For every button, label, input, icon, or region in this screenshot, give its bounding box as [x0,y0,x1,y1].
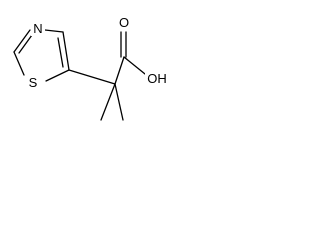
bond-c2-n3-inner [18,34,33,54]
bond-c2-n3 [13,29,31,53]
hydroxyl-label: OH [147,71,167,86]
bond-methyl-left [100,83,116,121]
side-chain [68,31,146,121]
bond-quaternary-carbon-carboxyl-carbon [114,56,125,85]
bond-c4-c5-inner [57,37,64,68]
bond-c5-quaternary-carbon [68,69,116,85]
chemical-structure: N S O OH [13,14,169,121]
sulfur-label: S [29,75,38,90]
bond-s1-c2 [13,51,25,76]
bond-n3-c4 [44,29,64,33]
atom-labels: N S O OH [26,14,169,90]
bond-methyl-right [114,83,124,121]
carbonyl-oxygen-label: O [119,15,129,30]
thiazole-ring [13,29,70,82]
bond-c5-s1 [45,69,70,82]
bond-carboxyl-hydroxyl [123,56,146,75]
nitrogen-label: N [33,21,42,36]
bond-c4-c5 [62,31,70,71]
